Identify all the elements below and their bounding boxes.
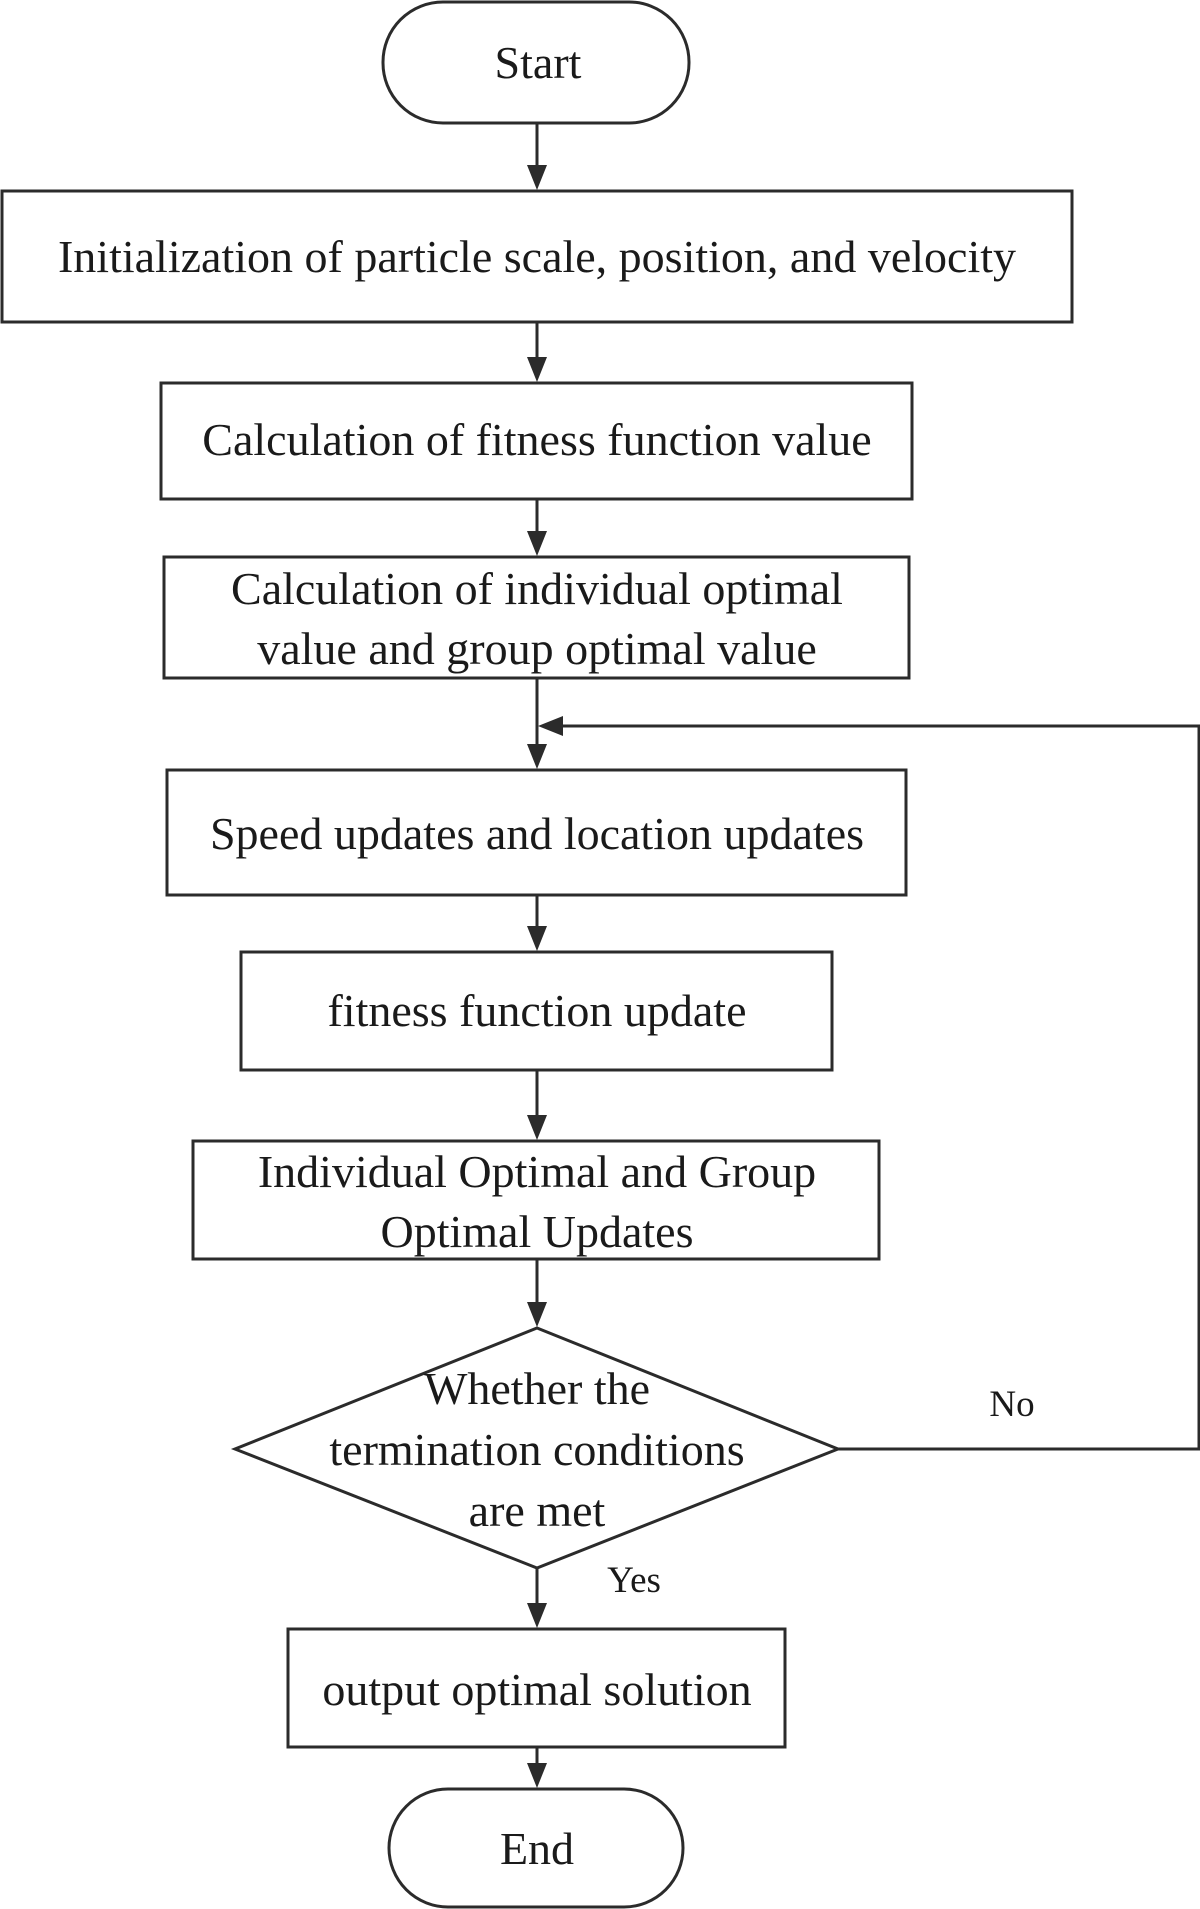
step-output-solution: output optimal solution bbox=[286, 1627, 787, 1749]
arrow-output-to-end bbox=[527, 1747, 547, 1788]
arrow-start-to-init bbox=[527, 123, 547, 190]
decision-termination: Whether the termination conditions are m… bbox=[230, 1326, 843, 1570]
step-optimal-update-line1: Individual Optimal and Group bbox=[258, 1146, 816, 1197]
arrow-fitness-update-to-optimal-update bbox=[527, 1070, 547, 1140]
arrow-fitness-to-optimal-calc bbox=[527, 499, 547, 556]
step-speed-location-update: Speed updates and location updates bbox=[165, 768, 908, 897]
arrow-no-loop bbox=[538, 716, 1200, 1451]
arrow-optimal-update-to-decision bbox=[527, 1259, 547, 1327]
end-label: End bbox=[500, 1823, 574, 1874]
yes-label: Yes bbox=[607, 1560, 661, 1601]
start-label: Start bbox=[495, 37, 582, 88]
decision-line2: termination conditions bbox=[329, 1424, 744, 1475]
step-fitness-calculation: Calculation of fitness function value bbox=[159, 381, 914, 501]
step-optimal-calculation-line1: Calculation of individual optimal bbox=[231, 563, 843, 614]
step-optimal-update: Individual Optimal and Group Optimal Upd… bbox=[191, 1139, 881, 1261]
end-terminator: End bbox=[387, 1787, 685, 1909]
step-speed-location-update-label: Speed updates and location updates bbox=[210, 808, 864, 859]
step-optimal-calculation: Calculation of individual optimal value … bbox=[162, 555, 911, 680]
arrow-speed-to-fitness-update bbox=[527, 895, 547, 951]
arrow-optimal-calc-to-speed-update bbox=[527, 678, 547, 769]
step-fitness-calculation-label: Calculation of fitness function value bbox=[202, 414, 871, 465]
step-initialization-label: Initialization of particle scale, positi… bbox=[58, 231, 1016, 282]
step-optimal-update-line2: Optimal Updates bbox=[381, 1206, 694, 1257]
step-initialization: Initialization of particle scale, positi… bbox=[0, 189, 1074, 324]
start-terminator: Start bbox=[381, 0, 691, 125]
decision-line1: Whether the bbox=[424, 1363, 650, 1414]
decision-line3: are met bbox=[469, 1485, 606, 1536]
arrow-yes-to-output bbox=[527, 1568, 547, 1628]
step-output-solution-label: output optimal solution bbox=[322, 1664, 751, 1715]
arrow-init-to-fitness-calc bbox=[527, 322, 547, 382]
step-fitness-update: fitness function update bbox=[239, 950, 834, 1072]
step-fitness-update-label: fitness function update bbox=[327, 985, 746, 1036]
step-optimal-calculation-line2: value and group optimal value bbox=[257, 623, 817, 674]
no-label: No bbox=[989, 1384, 1034, 1425]
